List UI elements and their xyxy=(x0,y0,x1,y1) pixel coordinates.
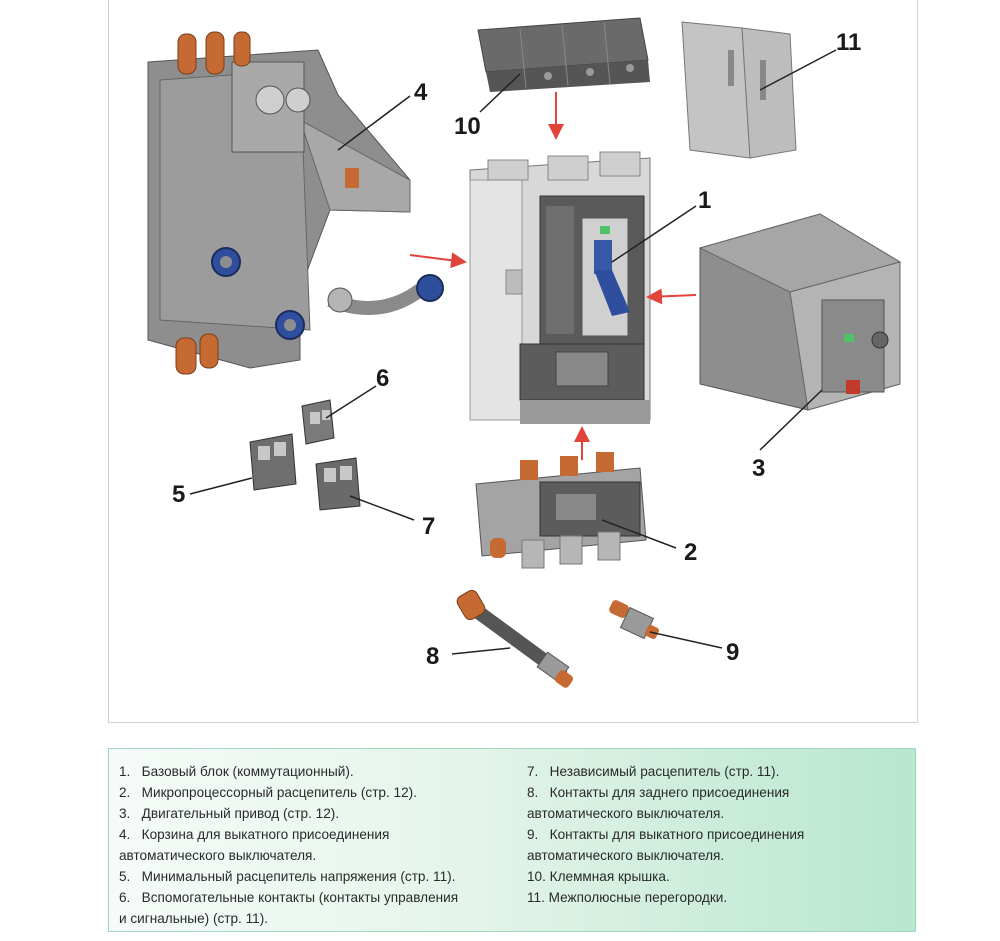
terminal-cover-part xyxy=(477,17,650,92)
arrow-motor-to-base xyxy=(646,288,697,305)
rear-contact-part xyxy=(456,589,573,688)
legend-item-8: 8. Контакты для заднего присоединения ав… xyxy=(527,785,790,821)
legend-item-3: 3. Двигательный привод (стр. 12). xyxy=(119,806,340,821)
auxiliary-contacts-part xyxy=(301,399,335,445)
callout-1: 1 xyxy=(698,187,711,214)
legend-item-10: 10. Клеммная крышка. xyxy=(527,869,670,884)
callout-8: 8 xyxy=(426,643,439,670)
arrow-cradle-to-base xyxy=(409,252,467,269)
assembly-arrows xyxy=(409,92,697,460)
legend-item-9: 9. Контакты для выкатного присоединения … xyxy=(527,827,805,863)
legend-item-2: 2. Микропроцессорный расцепитель (стр. 1… xyxy=(119,785,417,800)
callout-10: 10 xyxy=(454,113,481,140)
trip-unit-part xyxy=(475,452,647,569)
exploded-diagram: 1 2 3 4 5 6 7 8 9 10 11 xyxy=(147,17,902,688)
legend-column-left: 1. Базовый блок (коммутационный). 2. Мик… xyxy=(119,761,519,929)
cradle-part xyxy=(147,31,444,375)
callout-9: 9 xyxy=(726,639,739,666)
withdrawable-contact-part xyxy=(609,600,659,640)
callout-4: 4 xyxy=(414,79,428,106)
callout-2: 2 xyxy=(684,539,697,566)
callout-5: 5 xyxy=(172,481,185,508)
leader-lines xyxy=(189,49,837,655)
phase-barriers-part xyxy=(681,21,797,159)
legend-item-11: 11. Межполюсные перегородки. xyxy=(527,890,728,905)
shunt-release-part xyxy=(315,457,361,511)
legend-item-7: 7. Независимый расцепитель (стр. 11). xyxy=(527,764,780,779)
callout-3: 3 xyxy=(752,455,765,482)
callout-11: 11 xyxy=(836,29,861,56)
legend-item-4: 4. Корзина для выкатного присоединения а… xyxy=(119,827,390,863)
callout-7: 7 xyxy=(422,513,435,540)
legend-column-right: 7. Независимый расцепитель (стр. 11). 8.… xyxy=(527,761,911,908)
motor-drive-part xyxy=(698,213,902,411)
legend-item-1: 1. Базовый блок (коммутационный). xyxy=(119,764,354,779)
undervoltage-release-part xyxy=(249,433,297,491)
legend-box: 1. Базовый блок (коммутационный). 2. Мик… xyxy=(108,748,916,932)
callout-6: 6 xyxy=(376,365,389,392)
legend-item-6: 6. Вспомогательные контакты (контакты уп… xyxy=(119,890,459,926)
legend-item-5: 5. Минимальный расцепитель напряжения (с… xyxy=(119,869,456,884)
base-block-part xyxy=(469,151,651,424)
